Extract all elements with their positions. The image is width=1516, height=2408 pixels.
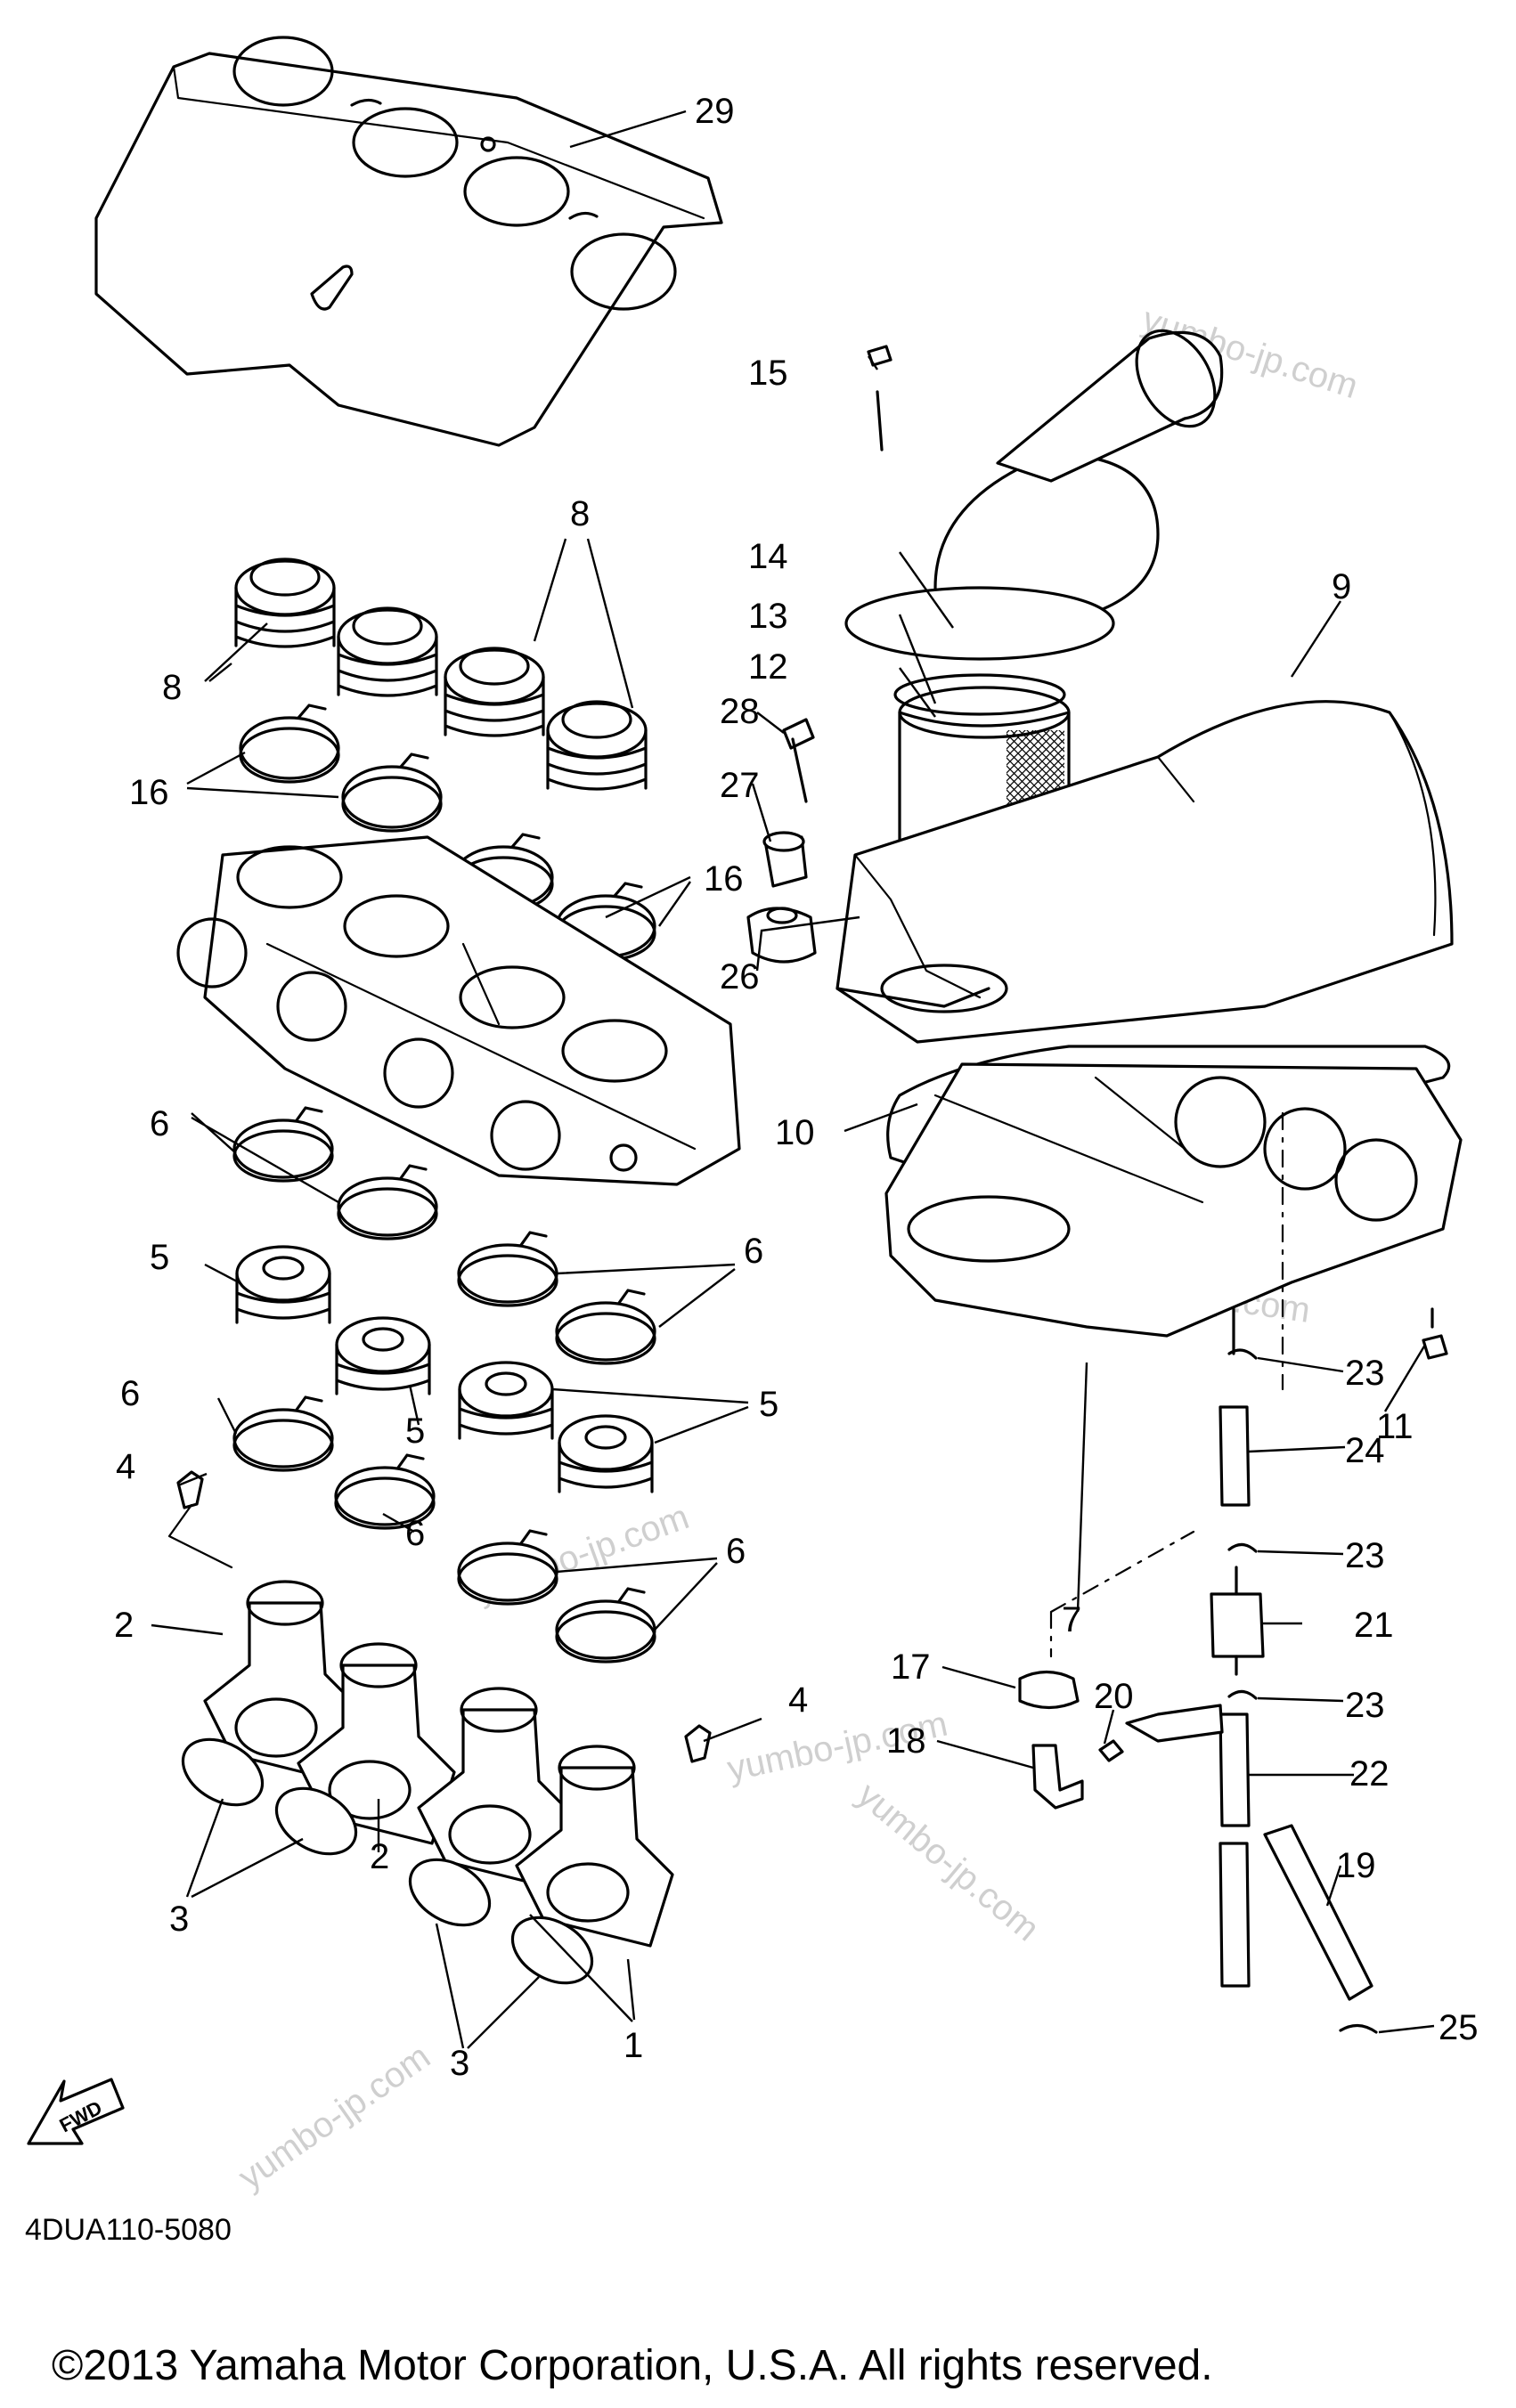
- callout-8: 8: [570, 494, 590, 533]
- watermark-text: yumbo-jp.com: [850, 1775, 1047, 1948]
- callout-11: 11: [1376, 1407, 1414, 1446]
- callout-4: 4: [116, 1447, 135, 1486]
- callout-22: 22: [1349, 1754, 1390, 1794]
- callout-15: 15: [748, 354, 788, 393]
- fwd-arrow-icon: FWD: [27, 2078, 125, 2145]
- callout-8: 8: [162, 668, 182, 707]
- callout-23: 23: [1345, 1354, 1385, 1393]
- callout-6: 6: [150, 1104, 169, 1143]
- part-carb-joints: [234, 557, 648, 791]
- part-heat-shield: [94, 36, 723, 447]
- callout-23: 23: [1345, 1536, 1385, 1575]
- diagram-code: 4DUA110-5080: [25, 2213, 232, 2247]
- part-manifolds-gaskets: [167, 1470, 712, 1985]
- part-lower-clamps-joints: [232, 1106, 656, 1664]
- callout-numbers: 1 2 2 3 3 4 4 5 5 5 6 6 6 6 6 7 8 8 9 10…: [114, 92, 1479, 2083]
- callout-17: 17: [891, 1647, 931, 1687]
- callout-19: 19: [1336, 1846, 1376, 1885]
- leader-lines: [151, 110, 1435, 2049]
- callout-5: 5: [150, 1238, 169, 1277]
- callout-5: 5: [405, 1411, 425, 1451]
- callout-16: 16: [129, 773, 169, 812]
- part-air-filter-case: [835, 700, 1454, 1044]
- callout-6: 6: [405, 1514, 425, 1553]
- callout-26: 26: [720, 957, 760, 997]
- callout-14: 14: [748, 537, 788, 576]
- callout-3: 3: [169, 1900, 189, 1939]
- callout-28: 28: [720, 692, 760, 731]
- callout-20: 20: [1094, 1677, 1134, 1716]
- callout-12: 12: [748, 647, 788, 687]
- callout-10: 10: [775, 1113, 815, 1152]
- callout-4: 4: [788, 1680, 808, 1720]
- callout-24: 24: [1345, 1431, 1385, 1470]
- callout-29: 29: [695, 92, 735, 131]
- callout-21: 21: [1354, 1606, 1394, 1645]
- callout-25: 25: [1439, 2008, 1479, 2047]
- callout-5: 5: [759, 1385, 778, 1424]
- callout-23: 23: [1345, 1686, 1385, 1725]
- callout-6: 6: [726, 1532, 746, 1571]
- callout-27: 27: [720, 766, 760, 805]
- part-carburetor-assembly: [176, 835, 741, 1186]
- callout-2: 2: [370, 1837, 389, 1876]
- callout-9: 9: [1332, 567, 1351, 606]
- callout-18: 18: [886, 1721, 926, 1761]
- callout-3: 3: [450, 2044, 469, 2083]
- copyright-text: ©2013 Yamaha Motor Corporation, U.S.A. A…: [52, 2342, 1213, 2389]
- callout-1: 1: [624, 2026, 643, 2065]
- callout-16: 16: [704, 859, 744, 899]
- callout-2: 2: [114, 1606, 134, 1645]
- callout-7: 7: [1062, 1600, 1081, 1639]
- part-bolt-collar-grommet: [746, 718, 817, 964]
- part-lower-case: [884, 1062, 1463, 1355]
- part-drain-hoses: [1018, 1111, 1448, 2034]
- callout-13: 13: [748, 597, 788, 636]
- watermark-text: yumbo-jp.com: [232, 2037, 437, 2197]
- part-case-gasket: [886, 1045, 1451, 1195]
- callout-6: 6: [744, 1232, 763, 1271]
- callout-6: 6: [120, 1374, 140, 1413]
